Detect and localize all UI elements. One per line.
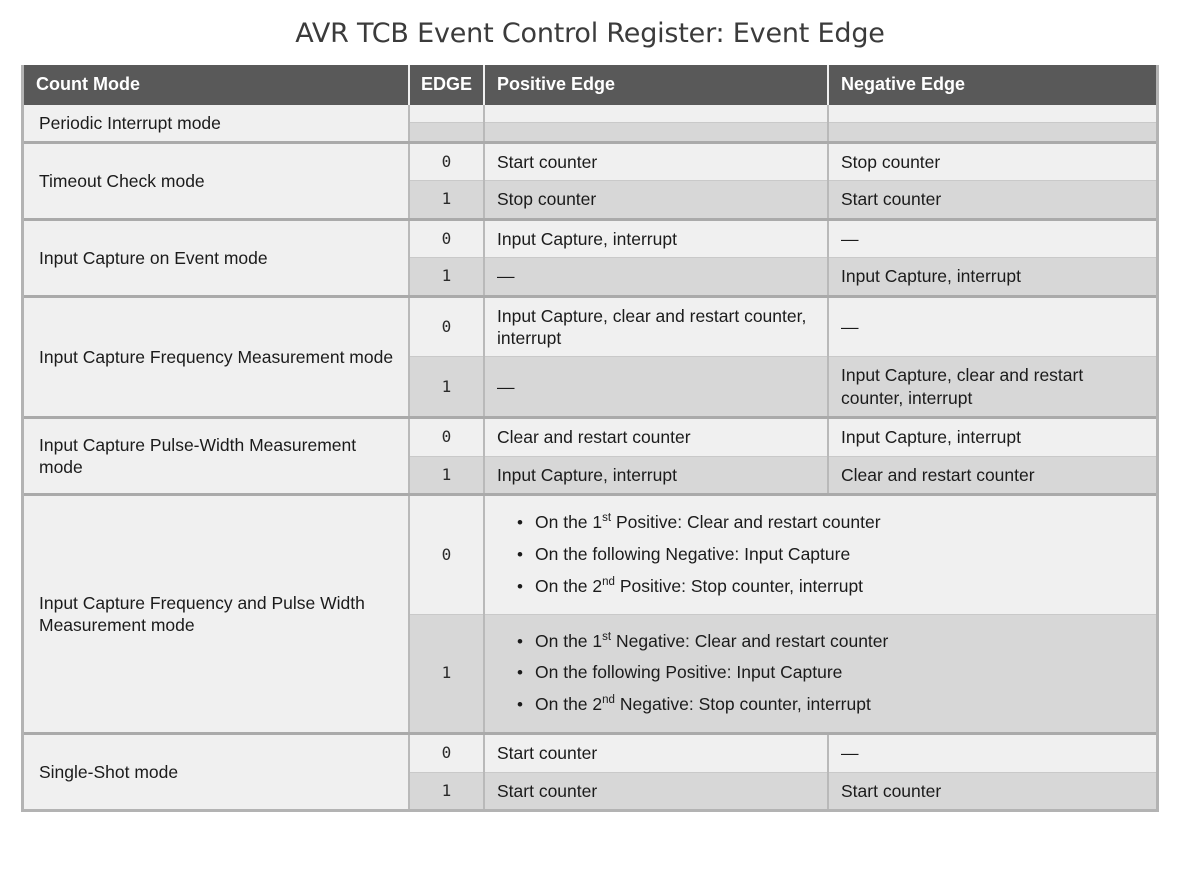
cell-positive-edge [484,104,829,124]
cell-negative-edge: — [828,296,1156,358]
table-header: Count Mode EDGE Positive Edge Negative E… [24,64,1156,105]
cell-positive-edge: — [484,356,829,420]
table-row: Input Capture Frequency and Pulse Width … [24,494,1156,736]
cell-edge-value: 0 [409,142,485,182]
cell-count-mode: Input Capture on Event mode [24,219,410,298]
cell-positive-edge [484,122,829,145]
cell-edge-value: 1 [409,614,485,736]
cell-negative-edge: Input Capture, interrupt [828,257,1156,298]
cell-edge-behavior-list: On the 1st Positive: Clear and restart c… [484,494,1156,615]
cell-count-mode: Input Capture Pulse-Width Measurement mo… [24,417,410,496]
cell-edge-value: 1 [409,257,485,298]
behavior-bullet-list: On the 1st Positive: Clear and restart c… [497,507,1145,603]
table-row: Periodic Interrupt mode [24,104,1156,145]
cell-positive-edge: Input Capture, interrupt [484,456,829,496]
cell-count-mode: Single-Shot mode [24,733,410,810]
column-header-count-mode: Count Mode [24,64,410,105]
cell-negative-edge [828,104,1156,124]
cell-positive-edge: — [484,257,829,298]
event-edge-table: Count Mode EDGE Positive Edge Negative E… [24,64,1156,810]
cell-count-mode: Periodic Interrupt mode [24,104,410,145]
cell-edge-behavior-list: On the 1st Negative: Clear and restart c… [484,614,1156,736]
cell-positive-edge: Input Capture, clear and restart counter… [484,296,829,358]
cell-positive-edge: Start counter [484,733,829,773]
cell-negative-edge: Stop counter [828,142,1156,182]
cell-edge-value: 0 [409,494,485,615]
cell-negative-edge: Clear and restart counter [828,456,1156,496]
cell-positive-edge: Start counter [484,772,829,810]
table-row: 1 On the 1st Negative: Clear and restart … [24,614,1156,736]
header-row: Count Mode EDGE Positive Edge Negative E… [24,64,1156,105]
cell-count-mode: Timeout Check mode [24,142,410,221]
cell-edge-value: 0 [409,219,485,259]
cell-negative-edge: Start counter [828,180,1156,221]
cell-negative-edge: Start counter [828,772,1156,810]
cell-edge-value [409,104,485,124]
cell-edge-value [409,122,485,145]
cell-negative-edge [828,122,1156,145]
cell-count-mode: Input Capture Frequency and Pulse Width … [24,494,410,736]
cell-negative-edge: — [828,219,1156,259]
cell-edge-value: 1 [409,456,485,496]
behavior-bullet-item: On the following Negative: Input Capture [517,539,1145,571]
behavior-bullet-item: On the 2nd Negative: Stop counter, inter… [517,689,1145,721]
ordinal-superscript: st [602,630,612,643]
column-header-positive-edge: Positive Edge [484,64,829,105]
ordinal-superscript: nd [602,575,615,588]
behavior-bullet-item: On the 1st Positive: Clear and restart c… [517,507,1145,539]
cell-negative-edge: Input Capture, interrupt [828,417,1156,457]
cell-positive-edge: Clear and restart counter [484,417,829,457]
page-title: AVR TCB Event Control Register: Event Ed… [295,18,885,49]
cell-edge-value: 0 [409,417,485,457]
table-row [24,122,1156,145]
register-table-container: Count Mode EDGE Positive Edge Negative E… [21,64,1159,813]
cell-edge-value: 0 [409,296,485,358]
behavior-bullet-item: On the 2nd Positive: Stop counter, inter… [517,571,1145,603]
cell-positive-edge: Stop counter [484,180,829,221]
cell-positive-edge: Input Capture, interrupt [484,219,829,259]
table-row: 1—Input Capture, interrupt [24,257,1156,298]
behavior-bullet-list: On the 1st Negative: Clear and restart c… [497,626,1145,722]
ordinal-superscript: nd [602,694,615,707]
column-header-edge: EDGE [409,64,485,105]
behavior-bullet-item: On the following Positive: Input Capture [517,657,1145,689]
table-row: Input Capture Frequency Measurement mode… [24,296,1156,420]
cell-count-mode: Input Capture Frequency Measurement mode [24,296,410,420]
behavior-bullet-item: On the 1st Negative: Clear and restart c… [517,626,1145,658]
column-header-negative-edge: Negative Edge [828,64,1156,105]
cell-edge-value: 1 [409,180,485,221]
cell-negative-edge: — [828,733,1156,773]
cell-positive-edge: Start counter [484,142,829,182]
cell-edge-value: 1 [409,772,485,810]
cell-edge-value: 1 [409,356,485,420]
table-row: Input Capture Pulse-Width Measurement mo… [24,417,1156,496]
table-row: 1—Input Capture, clear and restart count… [24,356,1156,420]
ordinal-superscript: st [602,512,612,525]
cell-negative-edge: Input Capture, clear and restart counter… [828,356,1156,420]
cell-edge-value: 0 [409,733,485,773]
